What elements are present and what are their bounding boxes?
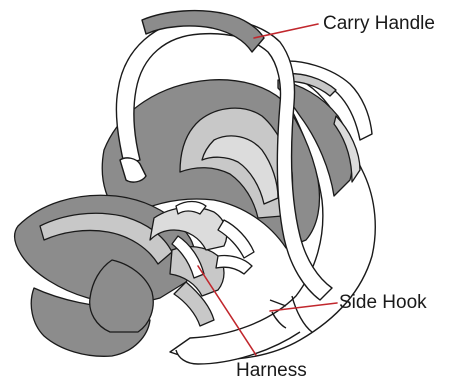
side-hook-label: Side Hook — [339, 293, 427, 312]
harness-label: Harness — [236, 361, 307, 380]
carry-handle-label: Carry Handle — [323, 14, 435, 33]
